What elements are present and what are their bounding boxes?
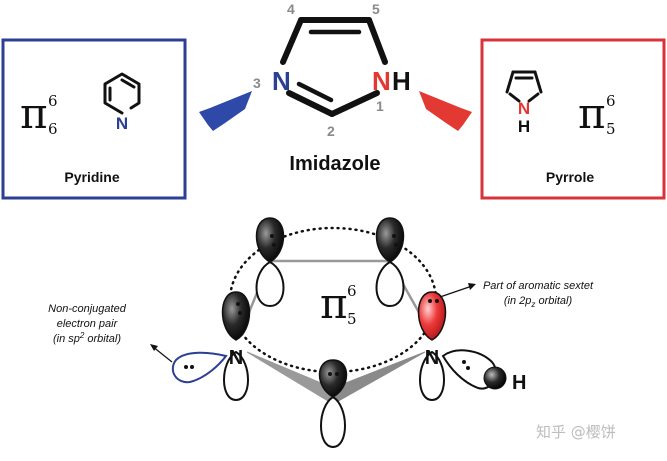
pyrrole-box bbox=[480, 38, 666, 200]
arrow-to-pyridine bbox=[199, 91, 252, 131]
orbital-n-right: N bbox=[425, 347, 439, 369]
bond-electron bbox=[466, 366, 470, 370]
pyrrole-pi-symbol: π bbox=[578, 89, 606, 138]
left-note-line2: electron pair bbox=[57, 318, 119, 330]
hydrogen-atom-sphere bbox=[483, 366, 507, 390]
pyridine-panel: π 6 6 N Pyridine bbox=[1, 38, 187, 200]
orbital-diagram: N N H π 6 5 Non-conjugated electron pair… bbox=[48, 217, 594, 449]
pyrrole-pi-superscript: 6 bbox=[606, 92, 616, 110]
pyridine-box bbox=[1, 38, 187, 200]
orbital-n-left: N bbox=[229, 347, 243, 369]
right-annotation-arrowhead bbox=[468, 283, 476, 290]
position-2-label: 2 bbox=[327, 123, 335, 139]
pyrrole-n-label: N bbox=[518, 99, 530, 118]
watermark: 知乎 @樱饼 bbox=[536, 423, 616, 441]
arrow-to-pyrrole bbox=[419, 91, 472, 131]
pyridine-n-label: N bbox=[116, 114, 128, 133]
orbital-pi-subscript: 5 bbox=[347, 310, 357, 328]
right-annotation: Part of aromatic sextet (in 2pz orbital) bbox=[483, 280, 594, 309]
imidazole-n1-label: N bbox=[372, 66, 391, 96]
orbital-h-label: H bbox=[512, 372, 526, 394]
right-annotation-leader bbox=[439, 285, 473, 298]
bond-electron bbox=[462, 360, 466, 364]
left-annotation: Non-conjugated electron pair (in sp2 orb… bbox=[48, 303, 127, 345]
left-note-line3: (in sp2 orbital) bbox=[53, 331, 121, 345]
right-note-line2: (in 2pz orbital) bbox=[504, 295, 573, 309]
position-4-label: 4 bbox=[287, 1, 295, 17]
pyrrole-name: Pyrrole bbox=[546, 169, 594, 185]
pyridine-pi-symbol: π bbox=[20, 89, 48, 138]
position-5-label: 5 bbox=[372, 1, 380, 17]
position-3-label: 3 bbox=[253, 75, 261, 91]
pyrrole-h-label: H bbox=[518, 117, 530, 136]
imidazole-name: Imidazole bbox=[289, 153, 380, 175]
pyridine-pi-subscript: 6 bbox=[48, 120, 58, 138]
lone-pair-electron bbox=[184, 365, 188, 369]
pyridine-ring bbox=[103, 72, 141, 115]
pyridine-pi-superscript: 6 bbox=[48, 92, 58, 110]
left-note-line1: Non-conjugated bbox=[48, 303, 127, 315]
p-orbital-lower-lobes bbox=[223, 260, 445, 449]
pyridine-name: Pyridine bbox=[64, 169, 119, 185]
pyrrole-pi-subscript: 5 bbox=[606, 120, 616, 138]
sp2-lone-pair-orbital bbox=[171, 351, 228, 384]
p-orbital-upper-lobes bbox=[221, 217, 447, 398]
imidazole-n3-label: N bbox=[272, 66, 291, 96]
imidazole-h1-label: H bbox=[392, 66, 411, 96]
lone-pair-electron bbox=[190, 365, 194, 369]
left-annotation-arrowhead bbox=[150, 344, 158, 351]
position-1-label: 1 bbox=[376, 98, 384, 114]
orbital-pi-symbol: π bbox=[320, 279, 348, 328]
right-note-line1: Part of aromatic sextet bbox=[483, 280, 594, 292]
orbital-pi-superscript: 6 bbox=[347, 282, 357, 300]
pyrrole-panel: N H π 6 5 Pyrrole bbox=[480, 38, 666, 200]
pyrrole-ring bbox=[505, 70, 543, 103]
pi-electrons bbox=[236, 234, 439, 376]
imidazole-structure: N N H 3 1 2 4 5 Imidazole bbox=[253, 1, 411, 175]
